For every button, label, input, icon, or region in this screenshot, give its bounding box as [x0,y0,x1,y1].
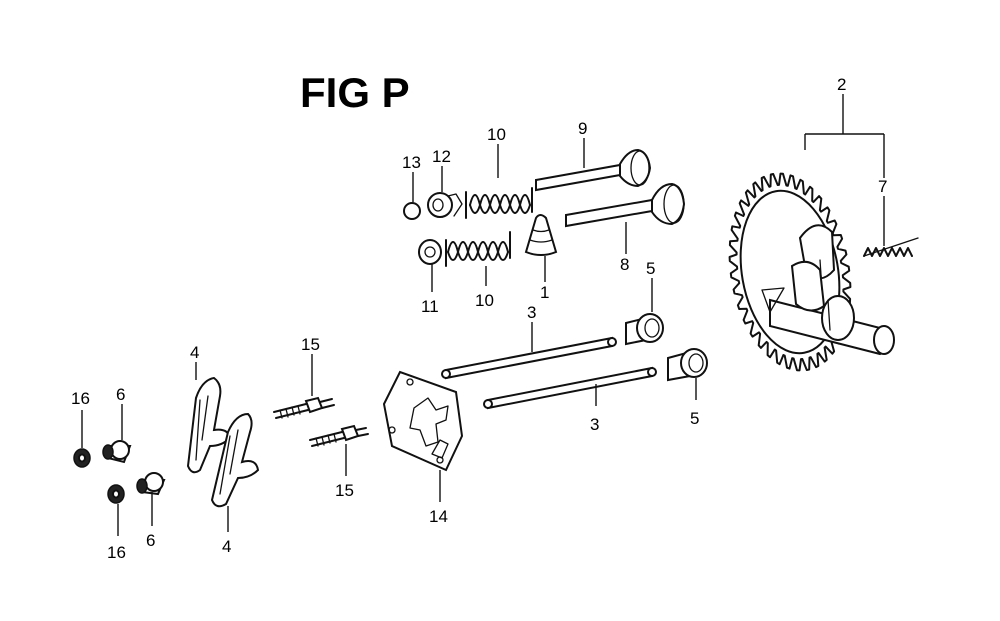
callout-10b: 10 [475,291,494,310]
part-15-stud-lower [309,424,369,447]
callout-3b: 3 [590,415,599,434]
callout-15b: 15 [335,481,354,500]
callout-13: 13 [402,153,421,172]
part-4-rocker-arm-upper [186,376,232,474]
callout-labels: 1 2 3 3 4 4 5 5 6 6 7 8 9 10 10 11 12 13… [71,75,887,562]
callout-4b: 4 [222,537,231,556]
part-6-rocker-pivot-lower [136,472,166,496]
callout-1: 1 [540,283,549,302]
callout-16b: 16 [107,543,126,562]
part-15-stud-upper [273,396,335,419]
part-3-push-rod-upper [441,336,617,380]
part-8-intake-valve [565,182,686,228]
callout-11: 11 [421,297,439,316]
part-10-valve-spring-upper [465,187,533,219]
part-3-push-rod-lower [483,366,657,410]
part-6-rocker-pivot-upper [102,440,132,464]
part-9-exhaust-valve [535,148,652,192]
callout-15a: 15 [301,335,320,354]
part-16-nut-upper [73,448,91,468]
callout-16a: 16 [71,389,90,408]
part-16-nut-lower [107,484,125,504]
part-1-stem-seal [524,214,558,256]
callout-9: 9 [578,119,587,138]
callout-10a: 10 [487,125,506,144]
part-4-rocker-arm-lower [210,412,260,508]
callout-6a: 6 [116,385,125,404]
leader-2-bracket [804,94,885,178]
part-12-spring-retainer [427,192,463,218]
figure-title: FIG P [300,69,410,116]
part-10-valve-spring-lower [445,231,511,267]
callout-2: 2 [837,75,846,94]
part-11-spring-retainer [418,239,442,265]
part-2-camshaft-gear [728,172,895,372]
callout-5a: 5 [646,259,655,278]
part-7-decompressor-spring [863,237,919,257]
part-5-tappet-upper [625,313,664,346]
callout-6b: 6 [146,531,155,550]
callout-12: 12 [432,147,451,166]
callout-3a: 3 [527,303,536,322]
leader-lines [81,94,885,536]
callout-7: 7 [878,177,887,196]
callout-14: 14 [429,507,448,526]
part-13-valve-cap [403,202,421,220]
part-14-push-rod-guide-plate [382,370,464,472]
callout-8: 8 [620,255,629,274]
callout-4a: 4 [190,343,199,362]
callout-5b: 5 [690,409,699,428]
part-5-tappet-lower [667,348,708,382]
